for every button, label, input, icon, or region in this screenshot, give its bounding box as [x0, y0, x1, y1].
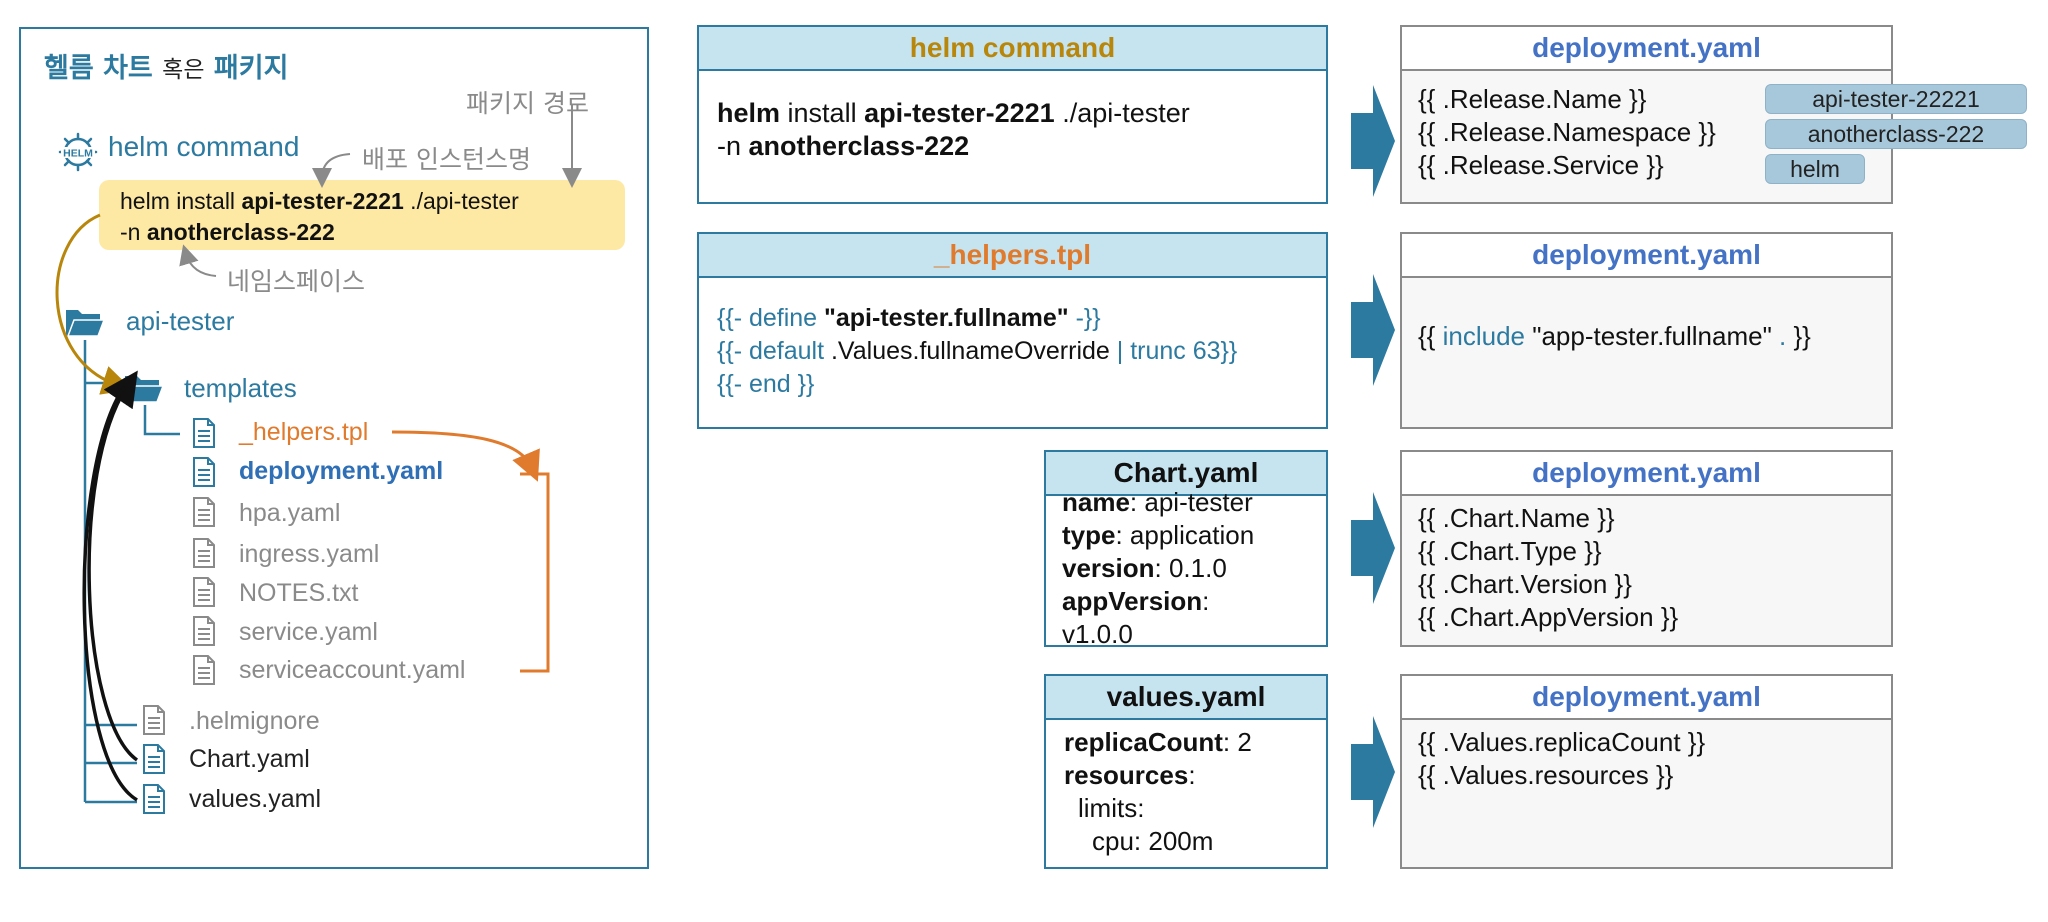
chart-structure-panel [19, 27, 649, 869]
helm-command-highlight: helm install api-tester-2221 ./api-teste… [99, 180, 625, 250]
chart-to-templates-connector [87, 370, 139, 762]
helpers-tpl-title: _helpers.tpl [699, 234, 1326, 278]
file-values-yaml[interactable]: values.yaml [189, 785, 321, 813]
file-icon [193, 497, 215, 527]
helm-logo-text: HELM [63, 148, 93, 160]
file-icon [143, 744, 165, 774]
helm-command-box: helm command helm install api-tester-222… [697, 25, 1328, 204]
deployment-yaml-title: deployment.yaml [1402, 27, 1891, 71]
title-mid: 혹은 [162, 57, 205, 83]
title-suffix: 패키지 [213, 53, 289, 84]
file-icon [143, 784, 165, 814]
file-icon [193, 457, 215, 487]
command-line-1: helm install api-tester-2221 ./api-teste… [120, 188, 519, 214]
panel-title: 헬름 차트 혹은 패키지 [44, 46, 288, 85]
file-icon [143, 705, 165, 735]
include-line: {{ include "app-tester.fullname" . }} [1418, 321, 1811, 351]
deployment-yaml-title: deployment.yaml [1402, 234, 1891, 278]
file-deployment-yaml[interactable]: deployment.yaml [239, 457, 444, 485]
release-name-arrow [312, 153, 351, 188]
file-icon [193, 538, 215, 568]
namespace-annotation: 네임스페이스 [227, 267, 366, 296]
file-icon [193, 418, 215, 448]
values-yaml-body: replicaCount: 2 resources: limits: cpu: … [1064, 727, 1252, 856]
helpers-tpl-body: {{- define "api-tester.fullname" -}} {{-… [717, 304, 1238, 398]
deployment-yaml-title: deployment.yaml [1402, 676, 1891, 720]
release-lines: {{ .Release.Name }} {{ .Release.Namespac… [1418, 84, 1716, 180]
deployment-yaml-title: deployment.yaml [1402, 452, 1891, 496]
file-icon [193, 577, 215, 607]
file-service-yaml[interactable]: service.yaml [239, 618, 378, 646]
command-to-chart-connector [55, 213, 133, 395]
release-name-value: api-tester-22221 [1765, 84, 2027, 114]
namespace-arrow [179, 244, 217, 277]
deployment-yaml-chart-box: deployment.yaml {{ .Chart.Name }} {{ .Ch… [1400, 450, 1893, 647]
deployment-yaml-include-box: deployment.yaml {{ include "app-tester.f… [1400, 232, 1893, 429]
file-helmignore[interactable]: .helmignore [189, 707, 320, 735]
file-ingress-yaml[interactable]: ingress.yaml [239, 540, 380, 568]
chart-yaml-body: name: api-tester type: application versi… [1062, 487, 1255, 647]
helm-command-body: helm install api-tester-2221 ./api-teste… [717, 98, 1190, 161]
flow-arrow-icon [1351, 492, 1395, 604]
release-namespace-value: anotherclass-222 [1765, 119, 2027, 149]
flow-arrow-icon [1351, 274, 1395, 386]
file-serviceaccount-yaml[interactable]: serviceaccount.yaml [239, 656, 466, 684]
values-yaml-box: values.yaml replicaCount: 2 resources: l… [1044, 674, 1328, 869]
release-service-value: helm [1765, 154, 1865, 184]
helpers-connector [391, 430, 540, 482]
flow-arrow-icon [1351, 716, 1395, 828]
chart-yaml-title: Chart.yaml [1046, 452, 1326, 496]
helpers-tpl-box: _helpers.tpl {{- define "api-tester.full… [697, 232, 1328, 429]
title-prefix: 헬름 차트 [44, 53, 153, 84]
values-to-templates-connector [82, 386, 138, 802]
command-line-2: -n anotherclass-222 [120, 219, 335, 245]
helm-command-title: helm command [699, 27, 1326, 71]
tree-lines-templates [143, 405, 180, 436]
helm-logo-icon: HELM [58, 132, 98, 172]
deployment-yaml-values-box: deployment.yaml {{ .Values.replicaCount … [1400, 674, 1893, 869]
folder-icon [64, 306, 106, 343]
file-notes-txt[interactable]: NOTES.txt [239, 579, 359, 607]
values-lines: {{ .Values.replicaCount }} {{ .Values.re… [1418, 727, 1706, 790]
file-chart-yaml[interactable]: Chart.yaml [189, 745, 310, 773]
file-helpers-tpl[interactable]: _helpers.tpl [239, 418, 369, 446]
file-hpa-yaml[interactable]: hpa.yaml [239, 499, 341, 527]
templates-bracket [520, 472, 550, 673]
values-yaml-title: values.yaml [1046, 676, 1326, 720]
file-icon [193, 616, 215, 646]
release-name-annotation: 배포 인스턴스명 [362, 145, 531, 174]
chart-lines: {{ .Chart.Name }} {{ .Chart.Type }} {{ .… [1418, 503, 1679, 632]
chart-yaml-box: Chart.yaml name: api-tester type: applic… [1044, 450, 1328, 647]
helm-command-label: helm command [108, 131, 300, 162]
folder-api-tester[interactable]: api-tester [126, 306, 235, 336]
package-path-annotation: 패키지 경로 [466, 89, 589, 118]
flow-arrow-icon [1351, 85, 1395, 197]
file-icon [193, 655, 215, 685]
folder-templates[interactable]: templates [184, 373, 297, 403]
